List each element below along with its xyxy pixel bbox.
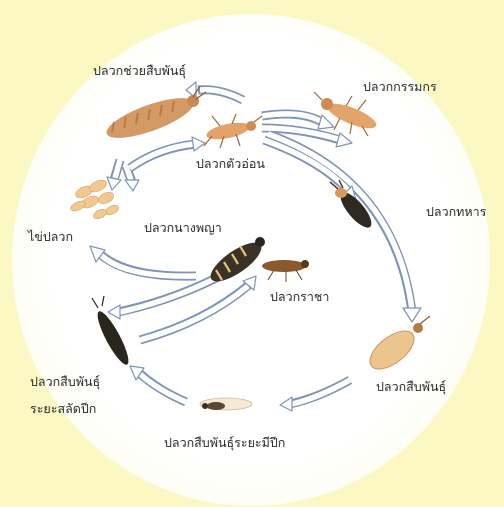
label-queen: ปลวกนางพญา xyxy=(144,221,222,235)
winged-reproductive-illustration xyxy=(200,398,252,410)
worker-illustration xyxy=(314,92,379,136)
label-nymph: ปลวกตัวอ่อน xyxy=(196,157,265,171)
label-dealate-reproductive-line2: ระยะสลัดปีก xyxy=(30,402,96,416)
label-king: ปลวกราชา xyxy=(270,290,329,304)
label-dealate-reproductive-line1: ปลวกสืบพันธุ์ xyxy=(30,375,100,389)
label-winged-reproductive: ปลวกสืบพันธุ์ระยะมีปีก xyxy=(164,436,285,450)
reproductive-illustration xyxy=(364,316,430,376)
king-illustration xyxy=(262,260,309,282)
label-worker: ปลวกกรรมกร xyxy=(363,80,437,94)
supplementary-reproductive-illustration xyxy=(102,86,206,146)
nymph-illustration xyxy=(204,114,262,148)
label-soldier: ปลวกทหาร xyxy=(426,205,486,219)
queen-illustration xyxy=(205,236,267,288)
label-supplementary-reproductive: ปลวกช่วยสืบพันธุ์ xyxy=(93,64,186,78)
label-reproductive: ปลวกสืบพันธุ์ xyxy=(376,380,446,394)
label-egg: ไข่ปลวก xyxy=(28,230,73,244)
